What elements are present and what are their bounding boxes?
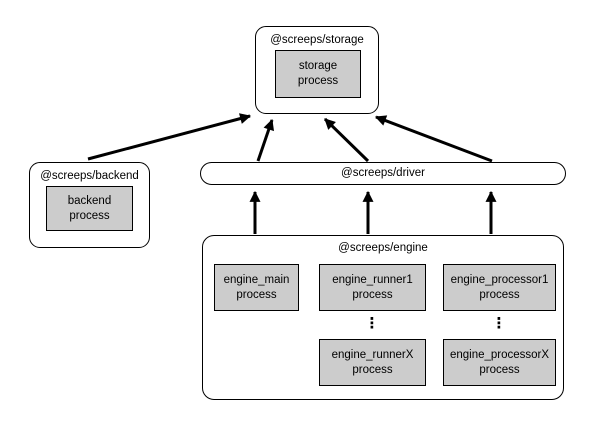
engine-processor1-process-label: engine_processor1 process — [450, 273, 549, 301]
engine-runnerX-process-label: engine_runnerX process — [331, 348, 414, 376]
storage-process-label: storage process — [297, 60, 339, 87]
node-storage-label: @screeps/storage — [270, 34, 364, 46]
node-driver: @screeps/driver — [200, 162, 566, 185]
processor-ellipsis-icon: ⋮ — [491, 315, 507, 332]
engine-main-process-label: engine_main process — [223, 273, 290, 301]
node-engine: @screeps/engine engine_main process engi… — [202, 235, 564, 400]
arrow-driver-to-storage-right — [374, 115, 493, 163]
engine-runnerX-process-box: engine_runnerX process — [319, 339, 426, 386]
engine-processorX-process-label: engine_processorX process — [449, 348, 550, 376]
storage-process-box: storage process — [275, 50, 361, 98]
arrow-driver-to-storage-middle — [323, 117, 370, 163]
engine-runner1-process-label: engine_runner1 process — [332, 273, 413, 301]
engine-processor1-process-box: engine_processor1 process — [443, 264, 556, 311]
backend-process-label: backend process — [67, 194, 112, 222]
backend-process-box: backend process — [46, 186, 133, 231]
node-backend-label: @screeps/backend — [40, 170, 139, 182]
runner-ellipsis-icon: ⋮ — [364, 315, 380, 332]
arrow-driver-to-storage-left — [256, 118, 275, 162]
engine-runner1-process-box: engine_runner1 process — [319, 264, 426, 311]
node-engine-label: @screeps/engine — [338, 242, 428, 254]
engine-main-process-box: engine_main process — [214, 264, 299, 311]
engine-processorX-process-box: engine_processorX process — [443, 339, 556, 386]
node-driver-label: @screeps/driver — [341, 167, 425, 179]
node-storage: @screeps/storage storage process — [255, 26, 379, 114]
node-backend: @screeps/backend backend process — [29, 162, 150, 248]
arrow-backend-to-storage — [87, 113, 252, 161]
